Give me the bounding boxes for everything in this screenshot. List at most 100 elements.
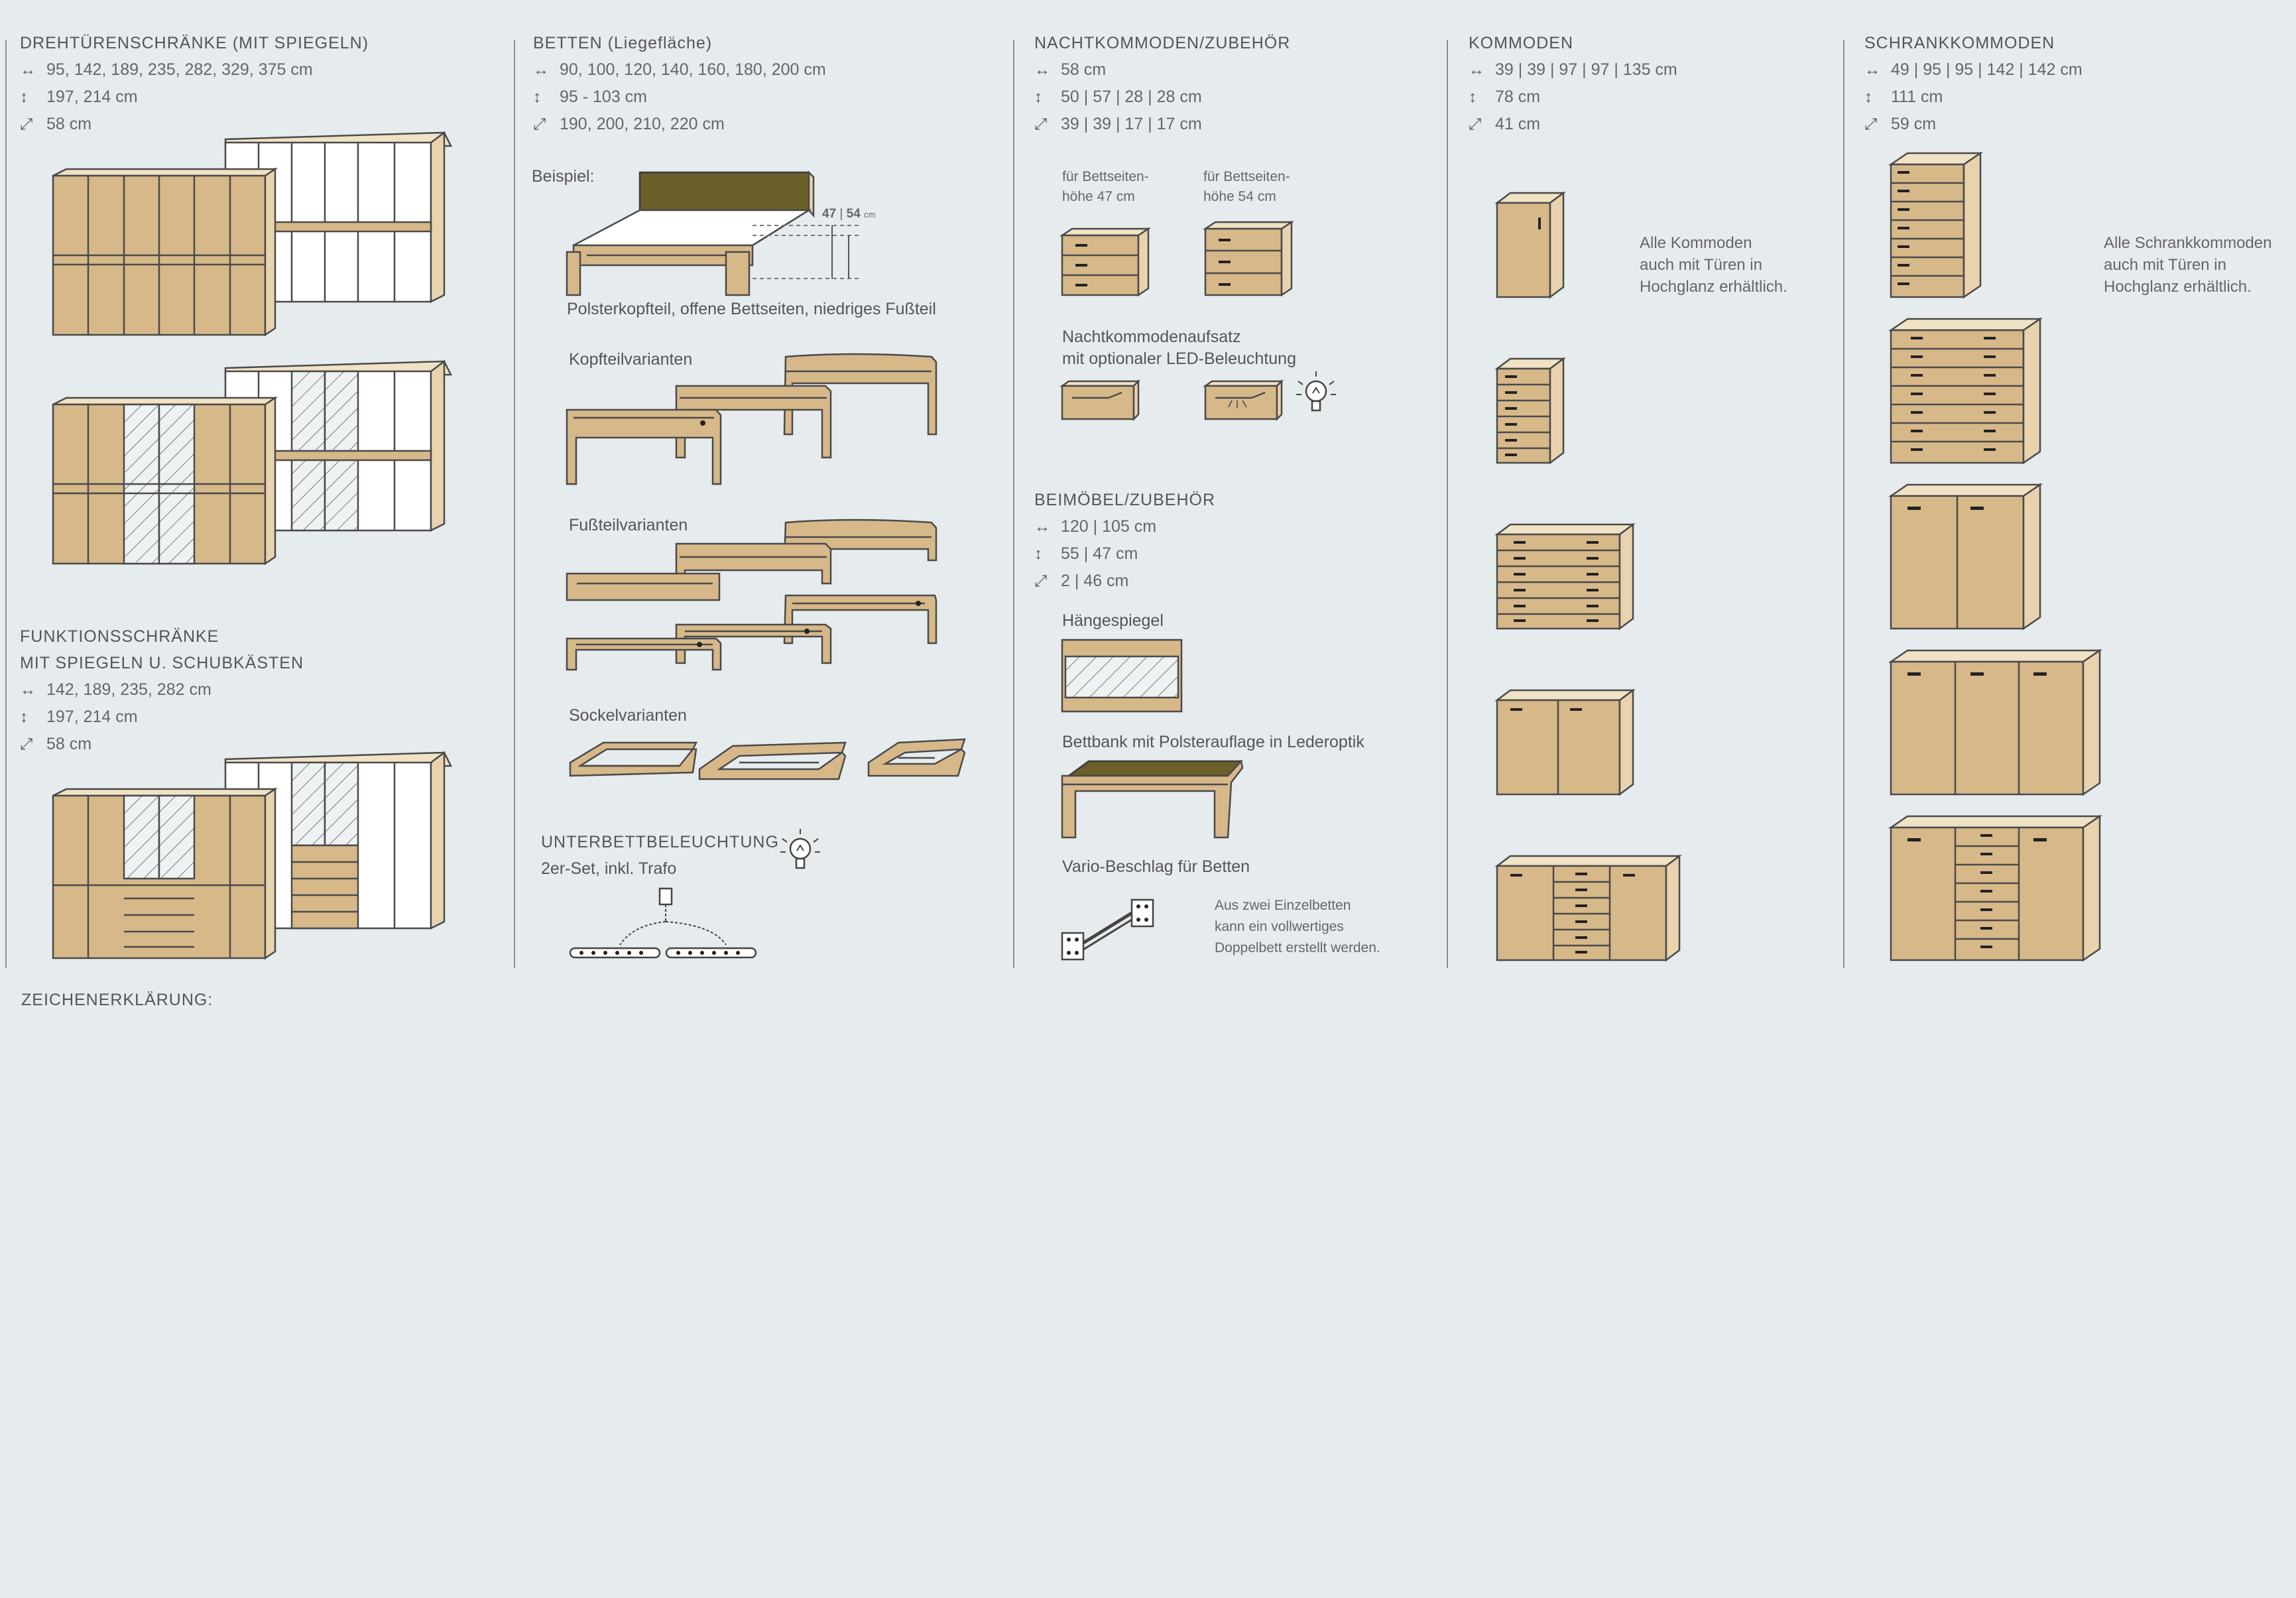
dim-height: ↕55 | 47 cm	[1034, 540, 1215, 568]
underbed-light-sub: 2er-Set, inkl. Trafo	[541, 859, 677, 878]
bed-height-label: 47 | 54 cm	[822, 207, 876, 221]
headboards-label: Kopfteilvarianten	[569, 350, 693, 369]
dim-width: ↔39 | 39 | 97 | 97 | 135 cm	[1469, 56, 1677, 84]
footboard-variants-illustration	[566, 519, 937, 671]
dim-height: ↕111 cm	[1864, 84, 2083, 111]
cabinet-three-doors-illustration	[1888, 648, 2103, 796]
footboards-label: Fußteilvarianten	[569, 516, 688, 534]
section-title: FUNKTIONSSCHRÄNKE	[20, 627, 219, 646]
dresser-door-illustration	[1494, 191, 1566, 299]
height-arrow-icon: ↕	[533, 88, 541, 106]
vario-fitting-illustration	[1061, 898, 1154, 961]
cabinet-wide-drawers-illustration	[1888, 317, 2043, 465]
depth-arrow-icon: ⤢	[1034, 572, 1048, 590]
nightstand-54-label: für Bettseiten-höhe 54 cm	[1203, 169, 1290, 204]
dim-depth: ⤢59 cm	[1864, 111, 2083, 138]
bed-caption: Polsterkopfteil, offene Bettseiten, nied…	[567, 300, 936, 318]
dim-width: ↔120 | 105 cm	[1034, 513, 1215, 540]
dim-depth: ⤢58 cm	[20, 111, 369, 138]
example-label: Beispiel:	[532, 167, 595, 186]
width-arrow-icon: ↔	[1034, 518, 1050, 536]
cabinet-doors-drawers-illustration	[1888, 814, 2103, 962]
led-strip-illustration	[569, 887, 757, 959]
nightstand-54-illustration	[1202, 220, 1295, 297]
width-arrow-icon: ↔	[1469, 61, 1484, 79]
section-cabinet-dressers: SCHRANKKOMMODEN ↔49 | 95 | 95 | 142 | 14…	[1864, 30, 2083, 1005]
legend-heading: ZEICHENERKLÄRUNG:	[21, 991, 213, 1009]
width-arrow-icon: ↔	[20, 681, 36, 699]
section-title: BETTEN (Liegefläche)	[533, 34, 713, 52]
depth-arrow-icon: ⤢	[1034, 115, 1048, 133]
hanging-mirror-illustration	[1061, 639, 1183, 713]
section-accessories: BEIMÖBEL/ZUBEHÖR ↔120 | 105 cm ↕55 | 47 …	[1034, 487, 1215, 1461]
depth-arrow-icon: ⤢	[20, 735, 33, 753]
dim-depth: ⤢2 | 46 cm	[1034, 568, 1215, 595]
bulb-icon	[780, 829, 820, 869]
height-arrow-icon: ↕	[20, 708, 28, 726]
dim-depth: ⤢58 cm	[20, 731, 304, 758]
height-arrow-icon: ↕	[1034, 88, 1042, 106]
section-title: BEIMÖBEL/ZUBEHÖR	[1034, 491, 1215, 509]
dim-width: ↔90, 100, 120, 140, 160, 180, 200 cm	[533, 56, 826, 84]
dim-depth: ⤢190, 200, 210, 220 cm	[533, 111, 826, 138]
vario-label: Vario-Beschlag für Betten	[1062, 857, 1250, 876]
section-title: NACHTKOMMODEN/ZUBEHÖR	[1034, 34, 1291, 52]
cabinet-two-doors-illustration	[1888, 483, 2043, 631]
dresser-drawers-illustration	[1494, 357, 1566, 465]
height-arrow-icon: ↕	[1034, 545, 1042, 563]
bench-label: Bettbank mit Polsterauflage in Lederopti…	[1062, 733, 1364, 751]
section-nightstands: NACHTKOMMODEN/ZUBEHÖR ↔58 cm ↕50 | 57 | …	[1034, 30, 1290, 1005]
depth-arrow-icon: ⤢	[1469, 115, 1482, 133]
width-arrow-icon: ↔	[533, 61, 549, 79]
dim-depth: ⤢39 | 39 | 17 | 17 cm	[1034, 111, 1290, 138]
dim-height: ↕197, 214 cm	[20, 704, 304, 731]
underbed-light-title: UNTERBETTBELEUCHTUNG	[541, 833, 779, 851]
bench-illustration	[1061, 759, 1244, 839]
dim-height: ↕78 cm	[1469, 84, 1677, 111]
mirror-label: Hängespiegel	[1062, 611, 1164, 630]
wardrobe-illustration	[52, 131, 453, 337]
height-arrow-icon: ↕	[1469, 88, 1477, 106]
dim-width: ↔58 cm	[1034, 56, 1290, 84]
section-function-wardrobes: FUNKTIONSSCHRÄNKE MIT SPIEGELN U. SCHUBK…	[20, 623, 304, 1598]
dim-width: ↔95, 142, 189, 235, 282, 329, 375 cm	[20, 56, 369, 84]
dim-depth: ⤢41 cm	[1469, 111, 1677, 138]
base-variants-illustration	[569, 738, 966, 780]
depth-arrow-icon: ⤢	[1864, 115, 1878, 133]
bulb-icon	[1296, 371, 1336, 412]
section-dressers: KOMMODEN ↔39 | 39 | 97 | 97 | 135 cm ↕78…	[1469, 30, 1677, 1005]
depth-arrow-icon: ⤢	[533, 115, 546, 133]
dim-width: ↔142, 189, 235, 282 cm	[20, 676, 304, 704]
width-arrow-icon: ↔	[1034, 61, 1050, 79]
width-arrow-icon: ↔	[1864, 61, 1880, 79]
cabinet-tall-drawers-illustration	[1888, 151, 1984, 299]
column-divider	[1013, 40, 1014, 968]
dim-width: ↔49 | 95 | 95 | 142 | 142 cm	[1864, 56, 2083, 84]
section-title: SCHRANKKOMMODEN	[1864, 34, 2055, 52]
dresser-wide-drawers-illustration	[1494, 522, 1636, 631]
nightstand-47-illustration	[1059, 227, 1152, 297]
height-arrow-icon: ↕	[20, 88, 28, 106]
section-beds: BETTEN (Liegefläche) ↔90, 100, 120, 140,…	[533, 30, 826, 1005]
dim-height: ↕197, 214 cm	[20, 84, 369, 111]
section-wardrobes: DREHTÜRENSCHRÄNKE (MIT SPIEGELN) ↔95, 14…	[20, 30, 369, 1005]
column-divider	[1843, 40, 1844, 968]
nightstand-47-label: für Bettseiten-höhe 47 cm	[1062, 169, 1149, 204]
width-arrow-icon: ↔	[20, 61, 36, 79]
column-divider	[1447, 40, 1448, 968]
wardrobe-mirror-illustration	[52, 359, 453, 566]
depth-arrow-icon: ⤢	[20, 115, 33, 133]
section-title: MIT SPIEGELN U. SCHUBKÄSTEN	[20, 654, 304, 672]
section-title: DREHTÜRENSCHRÄNKE (MIT SPIEGELN)	[20, 34, 369, 52]
bases-label: Sockelvarianten	[569, 706, 687, 725]
dresser-two-doors-illustration	[1494, 688, 1636, 796]
nightstand-top-led-illustration	[1203, 379, 1284, 422]
height-arrow-icon: ↕	[1864, 88, 1872, 106]
headboard-variants-illustration	[566, 353, 937, 485]
section-title: KOMMODEN	[1469, 34, 1573, 52]
nightstand-top-illustration	[1059, 379, 1141, 422]
